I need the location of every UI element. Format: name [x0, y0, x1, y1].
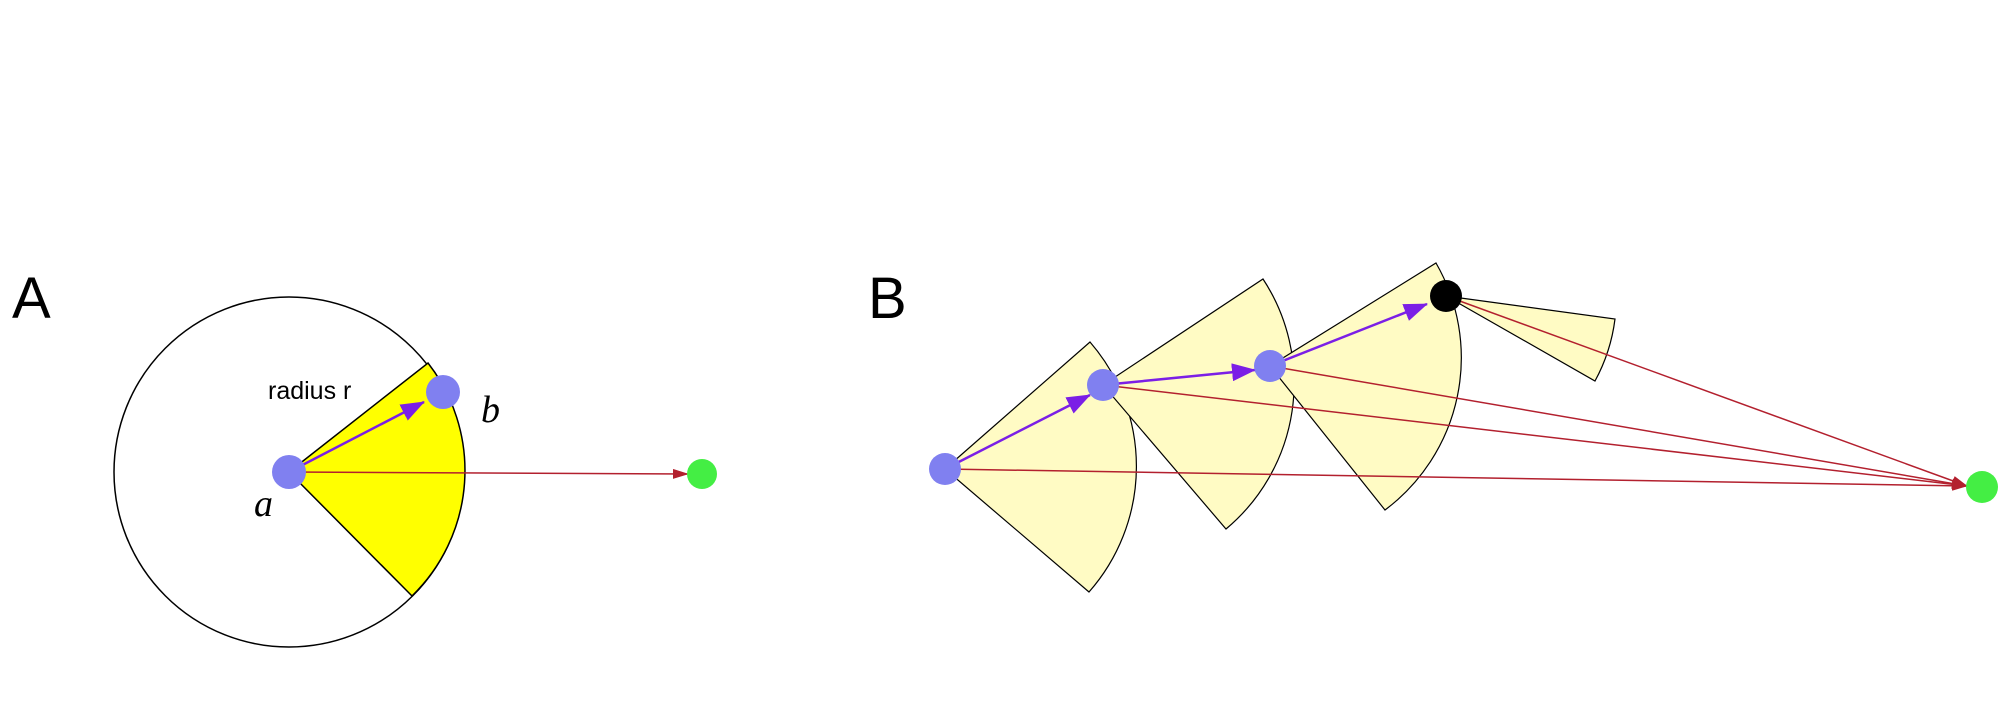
step-arrow-1	[944, 393, 1091, 471]
final-node-icon	[1430, 280, 1462, 312]
point-b-label: b	[481, 389, 500, 431]
node-a-icon	[272, 455, 306, 489]
goal-arrow-1	[944, 468, 1968, 491]
panel-a-letter: A	[12, 266, 51, 331]
step-arrow	[288, 400, 425, 474]
search-cone-4	[1445, 295, 1616, 382]
node-b-icon	[426, 375, 460, 409]
path-node-2-icon	[1087, 369, 1119, 401]
goal-arrow-3	[1269, 365, 1968, 489]
path-node-3-icon	[1254, 350, 1286, 382]
goal-arrow-4	[1445, 295, 1968, 487]
target-b-icon	[1966, 471, 1998, 503]
search-cone-2	[1102, 278, 1295, 530]
goal-arrow-2	[1102, 384, 1968, 490]
panel-a: A radius r a b	[12, 266, 717, 648]
panel-b-letter: B	[868, 266, 907, 331]
point-a-label: a	[254, 483, 273, 525]
step-arrow-3	[1269, 302, 1428, 368]
panel-b: B	[868, 262, 1998, 593]
radius-label: radius r	[268, 377, 351, 405]
path-node-1-icon	[929, 453, 961, 485]
goal-direction-arrow	[288, 468, 689, 479]
step-arrow-2	[1102, 363, 1256, 387]
target-icon	[687, 459, 717, 489]
